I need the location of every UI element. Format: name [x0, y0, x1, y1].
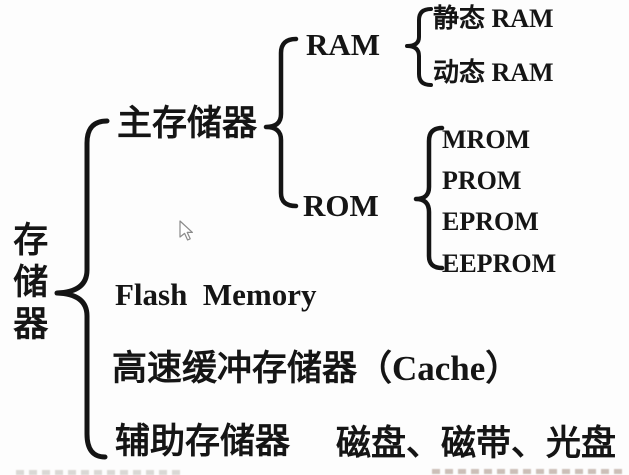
bottom-edge-artifact-left: [16, 470, 181, 475]
node-eprom: EPROM: [442, 207, 539, 236]
mouse-cursor-icon: [179, 220, 193, 241]
auxiliary-memory-examples: 磁盘、磁带、光盘: [336, 424, 617, 463]
node-dynamic-ram: 动态 RAM: [433, 58, 554, 87]
node-rom: ROM: [303, 188, 379, 223]
node-prom: PROM: [442, 166, 522, 195]
node-eeprom: EEPROM: [442, 249, 557, 278]
root-brace: [54, 118, 110, 460]
node-cache-memory: 高速缓冲存储器（Cache）: [112, 349, 521, 388]
main-memory-brace: [263, 36, 299, 209]
ram-brace: [405, 7, 433, 87]
node-mrom: MROM: [442, 125, 531, 154]
root-node-label: 存储器: [8, 221, 48, 347]
rom-brace: [413, 125, 445, 271]
node-flash-memory: Flash Memory: [115, 277, 317, 312]
node-main-memory: 主存储器: [117, 104, 258, 143]
node-ram: RAM: [306, 27, 381, 62]
node-auxiliary-memory: 辅助存储器: [115, 422, 291, 461]
node-static-ram: 静态 RAM: [433, 4, 554, 33]
bottom-edge-artifact-right: [432, 469, 624, 474]
